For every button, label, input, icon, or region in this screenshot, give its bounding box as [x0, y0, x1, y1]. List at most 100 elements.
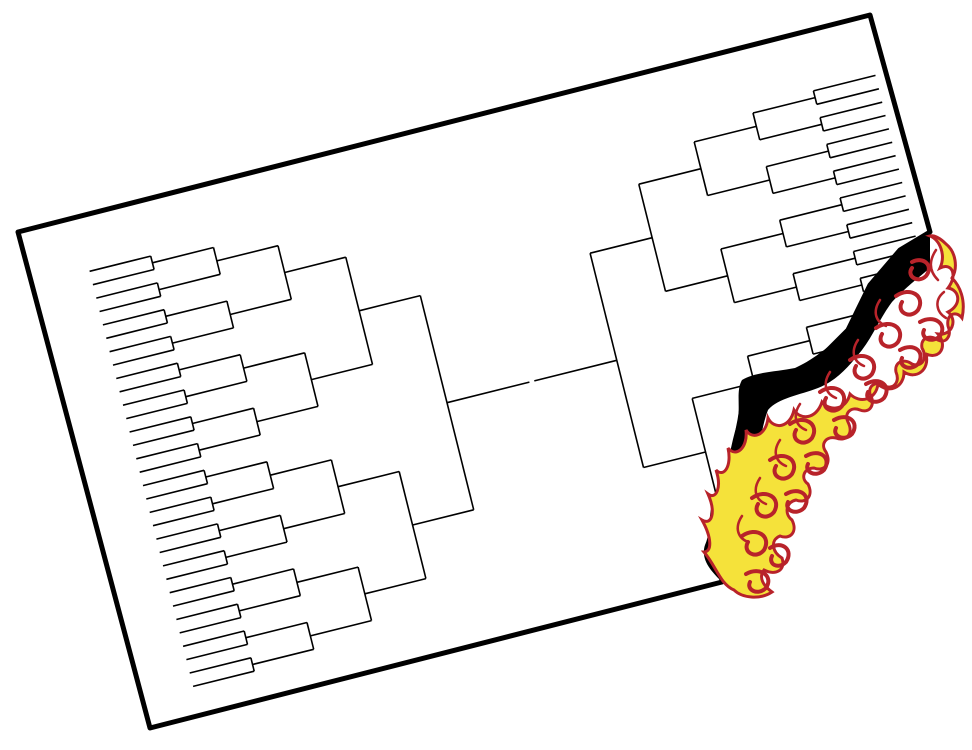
left-slot-line [311, 363, 373, 381]
left-slot-line [132, 429, 195, 447]
left-slot-line [152, 246, 214, 264]
left-slot-line [192, 407, 254, 425]
right-slot-line [896, 409, 930, 427]
right-slot-line [772, 177, 836, 195]
flame-curl [768, 543, 791, 568]
right-slot-line [823, 114, 886, 132]
right-match-connector [752, 112, 761, 140]
left-slot-line [186, 643, 248, 661]
left-slot-line [358, 294, 421, 312]
left-slot-line [270, 459, 332, 476]
right-slot-line [816, 88, 880, 106]
left-slot-line [198, 434, 261, 451]
right-match-connector [912, 492, 918, 507]
left-slot-line [149, 496, 211, 514]
right-slot-line [846, 208, 910, 226]
right-slot-line [786, 230, 849, 248]
right-match-connector [879, 358, 885, 373]
left-match-connector [216, 523, 222, 538]
right-slot-line [720, 232, 784, 250]
left-slot-line [179, 616, 242, 634]
right-match-connector [872, 331, 878, 346]
flame-tongue [774, 438, 788, 468]
left-slot-line [205, 461, 268, 478]
right-match-connector [778, 220, 788, 248]
left-slot-line [126, 402, 188, 420]
left-slot-line [89, 255, 151, 273]
right-slot-line [893, 395, 930, 413]
right-slot-line [910, 462, 930, 480]
left-slot-line [230, 298, 292, 316]
left-slot-line [166, 563, 228, 581]
left-match-connector [243, 630, 249, 645]
flame-curl [874, 322, 902, 349]
left-slot-line [165, 300, 228, 318]
right-slot-line [829, 141, 893, 159]
left-slot-line [239, 594, 301, 612]
right-slot-line [849, 221, 913, 239]
left-match-connector [303, 352, 319, 407]
right-slot-line [906, 449, 930, 467]
left-slot-line [96, 282, 158, 299]
right-slot-line [853, 235, 916, 253]
flame-curl [918, 317, 945, 342]
right-slot-line [799, 284, 862, 302]
right-slot-line [734, 286, 797, 304]
left-slot-line [162, 549, 225, 567]
flame-curl [848, 354, 876, 381]
right-slot-line [787, 500, 850, 518]
flame-tongue [736, 514, 750, 544]
right-match-connector [826, 144, 831, 158]
left-slot-line [142, 469, 205, 487]
left-slot-line [129, 416, 191, 433]
left-slot-line [152, 509, 215, 527]
left-slot-line [102, 308, 165, 326]
left-slot-line [337, 470, 400, 488]
right-match-connector [805, 327, 814, 355]
right-slot-line [813, 74, 876, 92]
right-match-connector [832, 171, 838, 185]
right-slot-line [638, 167, 702, 185]
right-match-connector [892, 412, 898, 426]
left-slot-line [116, 362, 178, 380]
right-slot-line [747, 339, 810, 357]
flame-curl [864, 379, 889, 404]
flame-inner-tongues [736, 248, 948, 544]
left-slot-line [99, 295, 161, 313]
left-slot-line [185, 380, 248, 398]
flame-tongue [874, 298, 888, 328]
right-slot-line [694, 125, 757, 143]
left-match-connector [183, 389, 189, 404]
left-slot-line [212, 487, 274, 505]
flame-tongue [824, 370, 838, 400]
left-slot-line [256, 405, 319, 423]
flame-curl [818, 386, 846, 413]
left-match-connector [266, 461, 275, 489]
left-slot-line [189, 657, 252, 674]
left-slot-line [119, 375, 181, 393]
right-match-connector [906, 465, 911, 480]
flame-curl [784, 489, 809, 514]
left-slot-line [169, 576, 231, 594]
left-match-connector [239, 354, 248, 382]
left-slot-line [172, 327, 234, 344]
flame-tongue [794, 402, 808, 432]
right-slot-line [589, 236, 653, 254]
right-slot-line [900, 422, 930, 440]
right-slot-line [707, 179, 770, 197]
left-slot-line [216, 244, 279, 262]
right-match-connector [859, 278, 865, 292]
flame-curl [768, 454, 796, 481]
left-slot-line [136, 442, 198, 460]
flame-curl [898, 345, 923, 370]
left-slot-line [156, 523, 218, 540]
flame-curl [832, 415, 857, 440]
right-slot-line [843, 195, 906, 213]
left-match-connector [292, 568, 302, 596]
left-slot-line [159, 536, 221, 554]
right-slot-line [752, 96, 816, 114]
left-slot-line [112, 349, 175, 366]
flame-curl [750, 492, 778, 519]
right-slot-line [643, 451, 706, 469]
left-match-connector [176, 363, 182, 377]
